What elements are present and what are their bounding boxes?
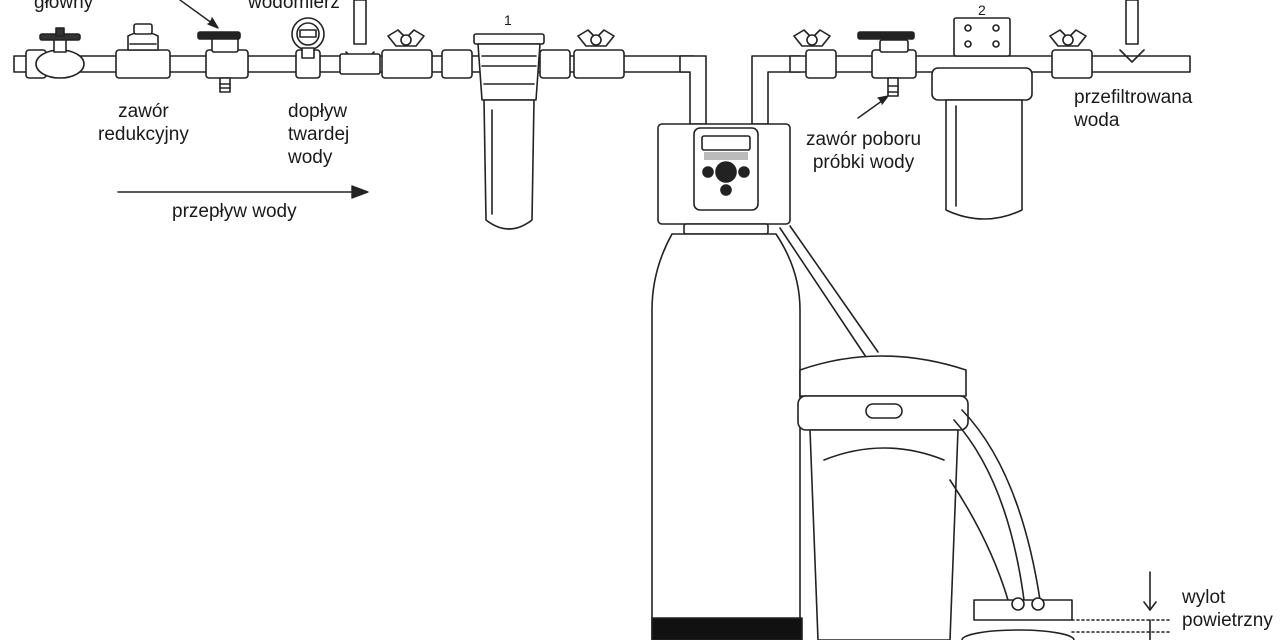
outlet-pipe <box>790 50 1190 78</box>
filter-housing-2 <box>932 18 1032 219</box>
reducing-valve <box>128 24 158 50</box>
filter-housing-1 <box>474 34 544 229</box>
label-filter-2: 2 <box>978 2 986 18</box>
label-main-valve: główny <box>34 0 94 13</box>
brine-tank <box>798 356 968 640</box>
label-air-gap: wylot powietrzny <box>1182 587 1273 631</box>
valve-after-softener <box>794 30 830 46</box>
label-water-flow: przepływ wody <box>172 201 297 222</box>
hard-water-inlet-arrow <box>340 0 380 74</box>
valve-before-filter-1 <box>388 30 424 46</box>
water-meter <box>292 18 324 58</box>
brine-line <box>780 226 878 360</box>
resin-tank <box>652 224 802 640</box>
label-sample-valve: zawór poboru próbki wody <box>806 129 922 173</box>
softener-control-head <box>658 124 790 224</box>
overflow-hoses <box>950 410 1040 600</box>
pipe-to-softener <box>680 56 800 124</box>
shutoff-valve-1 <box>198 32 240 92</box>
label-hard-water-inlet: dopływ twardej wody <box>288 101 350 168</box>
valve-after-filter-1 <box>578 30 614 46</box>
valve-after-filter-2 <box>1050 30 1086 46</box>
label-filter-1: 1 <box>504 12 512 28</box>
sampling-valve <box>858 32 914 96</box>
label-pointers <box>118 0 888 198</box>
main-valve <box>36 28 84 78</box>
label-reducing-valve: zawór redukcyjny <box>98 101 189 145</box>
label-water-meter: wodomierz <box>248 0 340 13</box>
air-gap-fitting <box>962 572 1172 640</box>
label-filtered-water: przefiltrowana woda <box>1074 87 1193 131</box>
filtered-water-outlet-arrow <box>1120 0 1144 62</box>
